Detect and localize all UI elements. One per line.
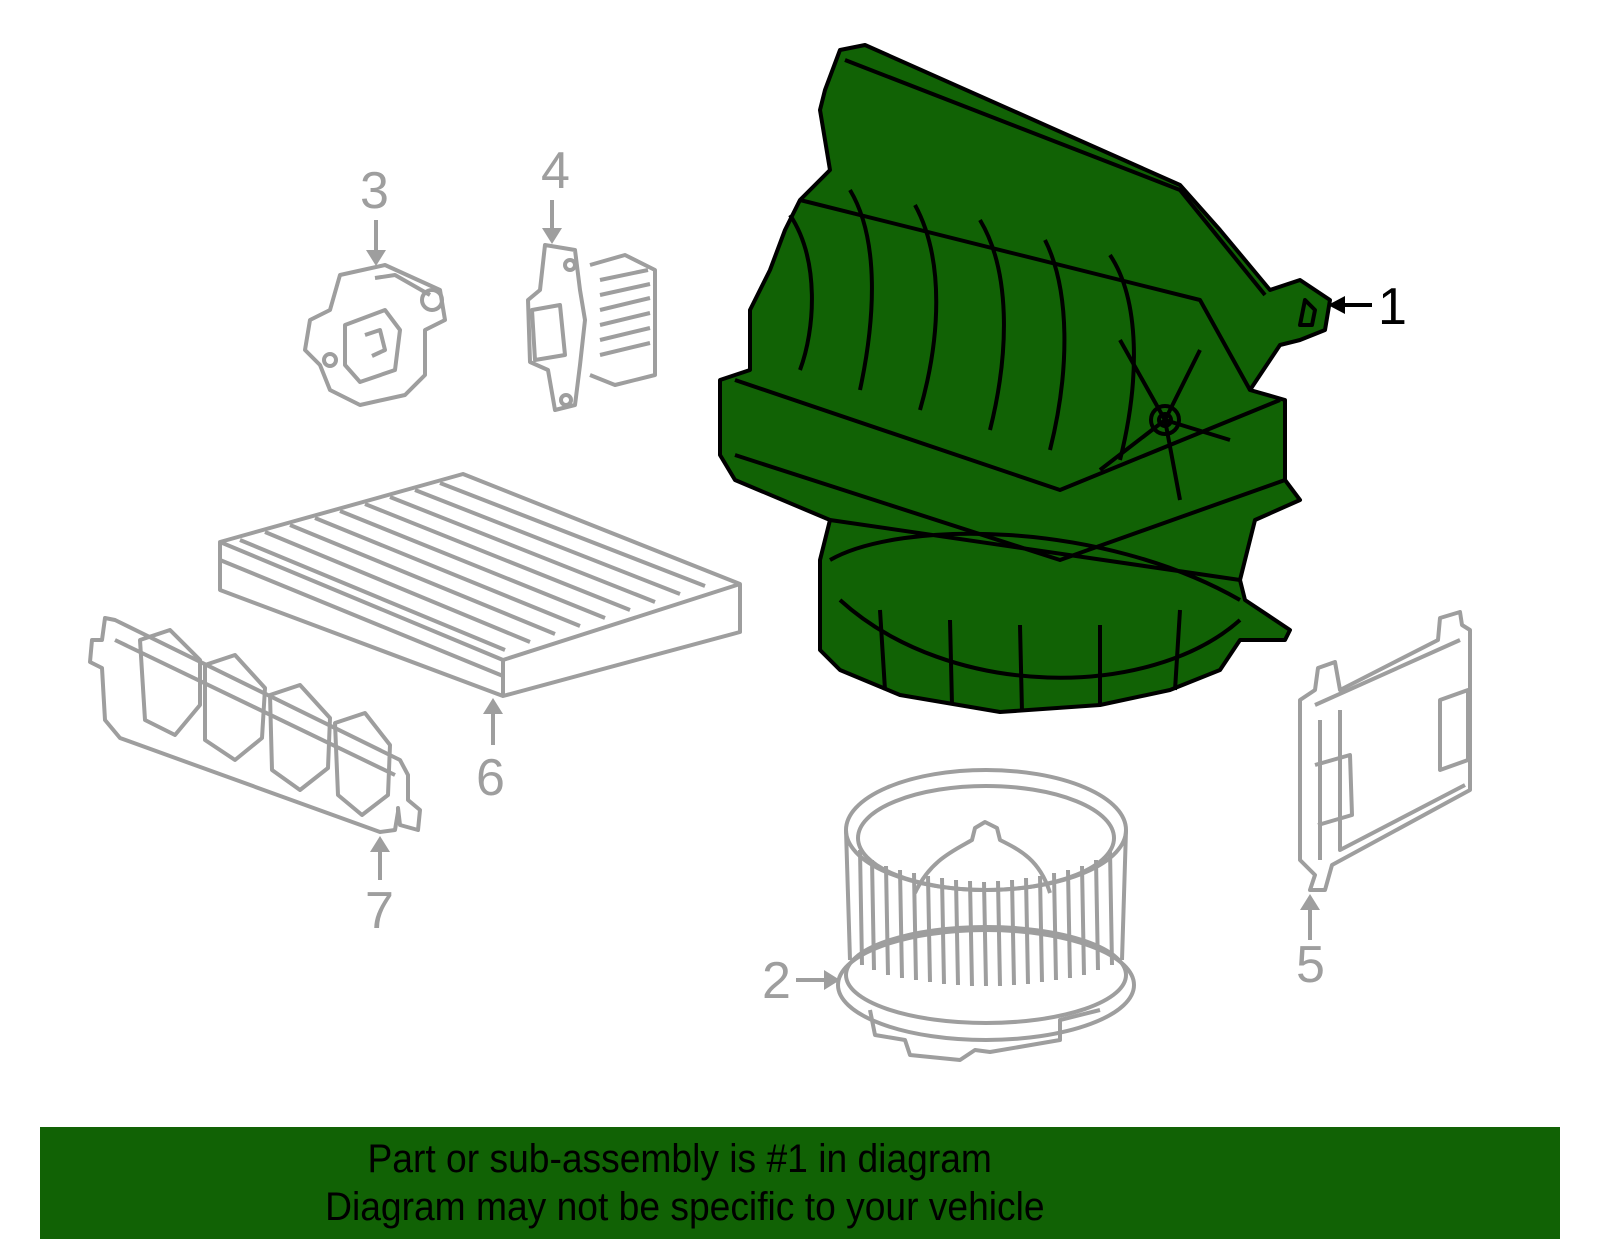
callout-4: 4 [541, 142, 570, 244]
part-4-resistor[interactable] [526, 243, 657, 412]
callout-6-label: 6 [476, 749, 505, 807]
part-2-blower-motor[interactable] [836, 768, 1136, 1062]
callout-3-label: 3 [360, 162, 389, 220]
callout-1-label: 1 [1378, 278, 1407, 336]
part-5-control-module[interactable] [1298, 610, 1472, 892]
callout-2: 2 [762, 952, 840, 1010]
banner-line-part-number: Part or sub-assembly is #1 in diagram [367, 1137, 993, 1181]
callout-7: 7 [365, 836, 394, 940]
part-1-blower-case[interactable] [718, 43, 1332, 714]
callout-6: 6 [476, 698, 505, 807]
part-7-filter-cover[interactable] [88, 616, 422, 834]
callout-5-label: 5 [1296, 936, 1325, 994]
callout-3: 3 [360, 162, 389, 266]
info-banner: Part or sub-assembly is #1 in diagram Di… [40, 1127, 1560, 1239]
callout-1: 1 [1328, 278, 1407, 336]
callout-7-label: 7 [365, 882, 394, 940]
callout-4-label: 4 [541, 142, 570, 200]
callout-2-label: 2 [762, 952, 791, 1010]
callout-5: 5 [1296, 894, 1325, 994]
banner-line-disclaimer: Diagram may not be specific to your vehi… [325, 1185, 1045, 1229]
part-6-cabin-filter[interactable] [218, 472, 742, 698]
part-3-actuator[interactable] [303, 263, 447, 407]
